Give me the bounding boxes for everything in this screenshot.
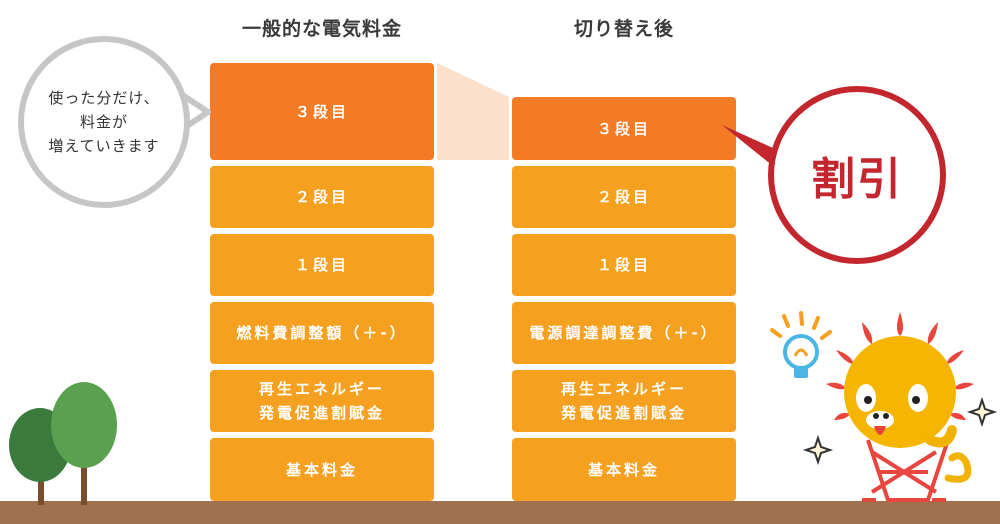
discount-label: 割引 [811,154,903,205]
right-tier1-block: １段目 [512,234,736,296]
right-tier1-label: １段目 [596,256,651,274]
discount-bubble: 割引 [768,86,946,264]
left-fuel-adjustment-block: 燃料費調整額（＋-） [210,302,434,364]
left-tier3-block: ３段目 [210,63,434,160]
usage-explanation-bubble: 使った分だけ、 料金が 増えていきます [18,36,190,208]
bubble-left-line1: 使った分だけ、 [48,89,160,107]
left-tier2-block: ２段目 [210,166,434,228]
left-renewable-line2: 発電促進割賦金 [258,404,385,422]
left-tier1-block: １段目 [210,234,434,296]
right-column-title: 切り替え後 [573,18,674,40]
left-tier1-label: １段目 [294,256,349,274]
right-renewable-line1: 再生エネルギー [560,380,687,398]
ground-strip [0,501,1000,524]
right-tier2-block: ２段目 [512,166,736,228]
right-tier3-block: ３段目 [512,97,736,160]
right-tier3-label: ３段目 [596,119,651,138]
right-power-procurement-label: 電源調達調整費（＋-） [529,324,719,342]
right-renewable-line2: 発電促進割賦金 [560,404,687,422]
left-tier3-label: ３段目 [294,102,349,121]
right-tier2-label: ２段目 [596,188,651,206]
bubble-left-line3: 増えていきます [48,137,160,155]
right-base-charge-block: 基本料金 [512,438,736,501]
left-base-charge-block: 基本料金 [210,438,434,501]
left-renewable-line1: 再生エネルギー [258,380,385,398]
left-tier2-label: ２段目 [294,188,349,206]
right-power-procurement-block: 電源調達調整費（＋-） [512,302,736,364]
left-fuel-adjustment-label: 燃料費調整額（＋-） [236,324,408,342]
left-renewable-surcharge-block: 再生エネルギー 発電促進割賦金 [210,370,434,432]
right-base-charge-label: 基本料金 [587,460,660,479]
left-column-title: 一般的な電気料金 [241,18,402,40]
right-renewable-surcharge-block: 再生エネルギー 発電促進割賦金 [512,370,736,432]
left-base-charge-label: 基本料金 [285,460,358,479]
bubble-left-line2: 料金が [79,113,128,131]
